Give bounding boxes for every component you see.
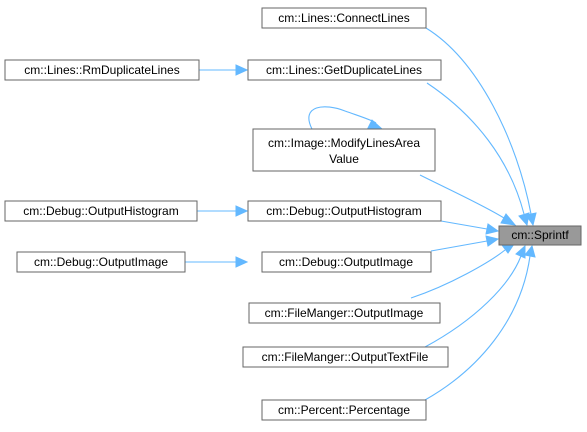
node-connect-lines-label: cm::Lines::ConnectLines xyxy=(278,11,409,25)
node-connect-lines[interactable]: cm::Lines::ConnectLines xyxy=(261,7,427,29)
node-modify-lines-area-value-label-line2: Value xyxy=(329,152,359,166)
node-debug-output-image-left-label: cm::Debug::OutputImage xyxy=(34,255,168,269)
node-rm-duplicate-lines-label: cm::Lines::RmDuplicateLines xyxy=(24,63,179,77)
node-debug-output-image-left[interactable]: cm::Debug::OutputImage xyxy=(16,251,186,273)
edge-filemangertextfile-to-sprintf xyxy=(424,255,522,348)
node-debug-output-histogram-left-label: cm::Debug::OutputHistogram xyxy=(23,204,178,218)
edge-percentage-to-sprintf-arrowhead xyxy=(524,244,536,258)
node-get-duplicate-lines-label: cm::Lines::GetDuplicateLines xyxy=(266,63,422,77)
node-debug-output-histogram[interactable]: cm::Debug::OutputHistogram xyxy=(247,200,442,222)
edge-debugimage-to-sprintf xyxy=(430,240,488,252)
node-percent-percentage-label: cm::Percent::Percentage xyxy=(278,403,410,417)
node-filemanger-output-text-file-label: cm::FileManger::OutputTextFile xyxy=(262,350,429,364)
node-debug-output-image[interactable]: cm::Debug::OutputImage xyxy=(261,251,432,273)
edges xyxy=(185,27,537,401)
node-modify-lines-area-value[interactable]: cm::Image::ModifyLinesArea Value xyxy=(252,128,436,172)
edge-percentage-to-sprintf xyxy=(424,255,531,401)
edge-debugimage-to-sprintf-arrowhead xyxy=(485,235,500,247)
edge-debughistogram-to-sprintf-arrowhead xyxy=(485,223,500,235)
edge-modifylinesareavalue-to-sprintf xyxy=(419,174,505,219)
node-percent-percentage[interactable]: cm::Percent::Percentage xyxy=(261,399,427,421)
edge-rmduplicatelines-to-getduplicatelines-arrowhead xyxy=(235,64,249,76)
node-sprintf[interactable]: cm::Sprintf xyxy=(498,225,582,246)
edge-filemangerimage-to-sprintf xyxy=(410,249,506,299)
edge-getduplicatelines-to-sprintf xyxy=(426,82,525,215)
edge-getduplicatelines-to-sprintf-arrowhead xyxy=(518,212,530,227)
edge-connectlines-to-sprintf xyxy=(425,27,532,215)
edge-filemangertextfile-to-sprintf-arrowhead xyxy=(515,244,526,259)
edge-modifylinesareavalue-to-sprintf-arrowhead xyxy=(500,213,517,226)
node-filemanger-output-text-file[interactable]: cm::FileManger::OutputTextFile xyxy=(242,346,449,368)
edge-modifylinesareavalue-self-loop-arrowhead xyxy=(367,119,384,130)
edge-debughistogram-left-to-right-arrowhead xyxy=(235,205,249,217)
node-sprintf-label: cm::Sprintf xyxy=(511,228,569,242)
node-rm-duplicate-lines[interactable]: cm::Lines::RmDuplicateLines xyxy=(4,59,200,81)
node-filemanger-output-image[interactable]: cm::FileManger::OutputImage xyxy=(248,302,441,324)
node-debug-output-image-label: cm::Debug::OutputImage xyxy=(279,255,413,269)
node-debug-output-histogram-left[interactable]: cm::Debug::OutputHistogram xyxy=(4,200,198,222)
edge-debugimage-left-to-right-arrowhead xyxy=(235,256,249,268)
edge-debughistogram-to-sprintf xyxy=(440,220,488,230)
node-filemanger-output-image-label: cm::FileManger::OutputImage xyxy=(265,306,424,320)
node-modify-lines-area-value-label-line1: cm::Image::ModifyLinesArea xyxy=(268,136,420,150)
node-debug-output-histogram-label: cm::Debug::OutputHistogram xyxy=(266,204,421,218)
node-get-duplicate-lines[interactable]: cm::Lines::GetDuplicateLines xyxy=(247,59,442,81)
edge-modifylinesareavalue-self-loop xyxy=(308,106,377,130)
